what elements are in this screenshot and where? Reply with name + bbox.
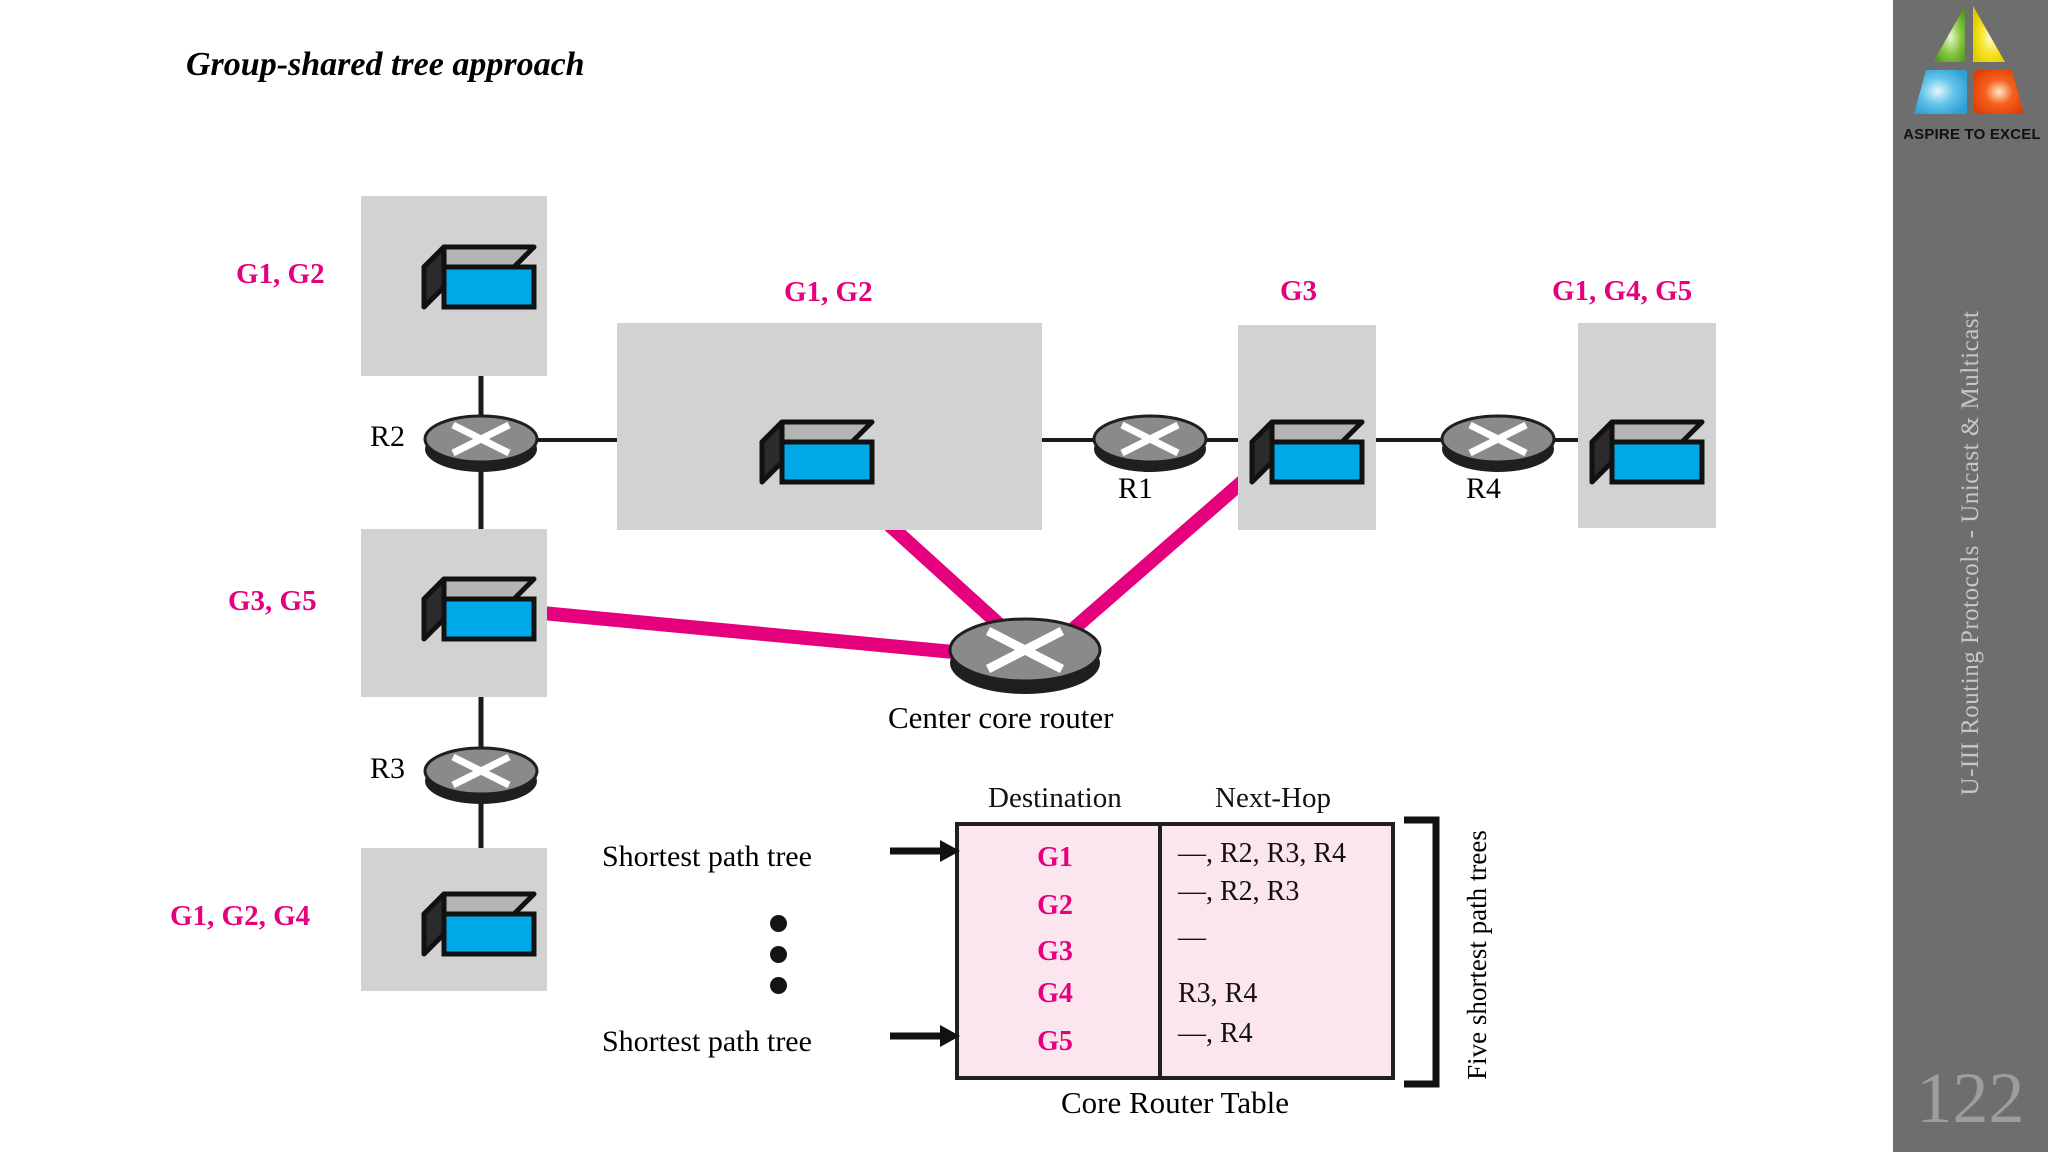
network-links [478,278,1653,930]
group-label-lan-g3: G3 [1280,275,1318,307]
table-cell-destination: G5 [1037,1026,1073,1057]
logo: ASPIRE TO EXCEL [1899,4,2045,144]
table-caption: Core Router Table [1061,1085,1289,1120]
five-shortest-path-trees-label: Five shortest path trees [1462,830,1492,1080]
router-icon-r3 [423,746,539,804]
router-icon-core [948,617,1102,694]
table-cell-next-hop: —, R4 [1178,1018,1253,1049]
host-icon-mid-left [421,576,537,642]
host-icon-top-left [421,244,537,310]
table-cell-destination: G3 [1037,936,1073,967]
group-label-lan-right: G1, G4, G5 [1552,275,1693,307]
page-number: 122 [1916,1058,2025,1138]
group-label-lan-bottom-left: G1, G2, G4 [170,900,311,932]
router-label-core: Center core router [888,700,1114,735]
router-label-r1: R1 [1118,472,1154,505]
host-icon-g3 [1249,419,1365,485]
logo-text: ASPIRE TO EXCEL [1903,126,2041,143]
table-header-destination: Destination [988,782,1122,814]
brace-bracket [1404,816,1440,1088]
right-sidebar: ASPIRE TO EXCEL U-III Routing Protocols … [1893,0,2048,1152]
router-label-r3: R3 [370,752,406,785]
table-cell-destination: G4 [1037,978,1073,1009]
router-icon-r2 [423,414,539,472]
table-header-next-hop: Next-Hop [1215,782,1331,814]
table-cell-next-hop: R3, R4 [1178,978,1258,1009]
group-label-lan-top-left: G1, G2 [236,258,325,290]
host-icon-bottom-left [421,891,537,957]
group-label-lan-mid-left: G3, G5 [228,585,317,617]
vertical-ellipsis-icon [767,915,789,1008]
table-cell-destination: G1 [1037,842,1073,873]
arrow-icon-bottom [890,1025,960,1047]
page-title: Group-shared tree approach [186,46,585,83]
table-cell-destination: G2 [1037,890,1073,921]
table-column-divider [1158,822,1162,1080]
table-cell-next-hop: —, R2, R3 [1178,876,1300,907]
router-icon-r4 [1440,414,1556,472]
group-label-lan-middle: G1, G2 [784,276,873,308]
sidebar-vertical-title: U-III Routing Protocols - Unicast & Mult… [1956,310,1984,796]
table-cell-next-hop: —, R2, R3, R4 [1178,838,1347,869]
host-icon-middle [759,419,875,485]
arrow-icon-top [890,840,960,862]
router-label-r2: R2 [370,420,406,453]
router-label-r4: R4 [1466,472,1502,505]
shortest-path-tree-label-bottom: Shortest path tree [602,1025,812,1058]
host-icon-right [1589,419,1705,485]
shortest-path-tree-label-top: Shortest path tree [602,840,812,873]
core-router-table [955,822,1395,1080]
table-cell-next-hop: — [1178,922,1206,953]
router-icon-r1 [1092,414,1208,472]
aspire-logo-icon [1914,6,2024,114]
